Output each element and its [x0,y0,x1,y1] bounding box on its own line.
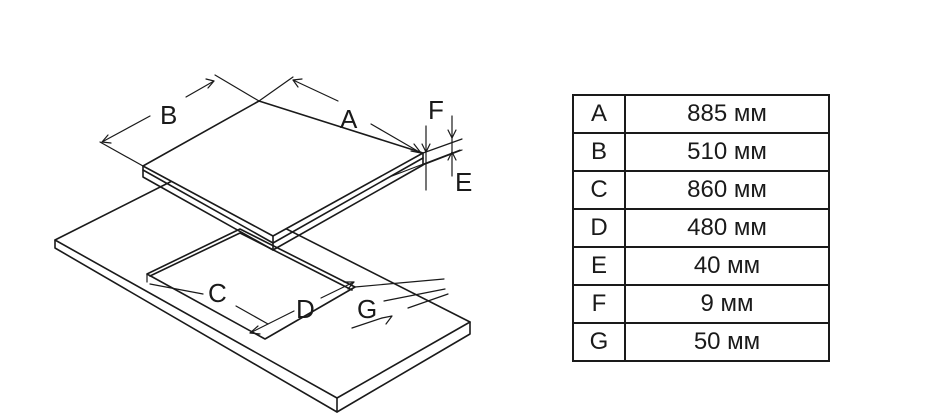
dimension-value: 50 мм [624,322,830,362]
dimension-value: 480 мм [624,208,830,248]
dim-label-b: B [160,100,177,130]
dimension-key: F [572,284,626,324]
dimension-value: 9 мм [624,284,830,324]
dim-label-e: E [455,167,472,197]
dimension-key: B [572,132,626,172]
dimension-value: 40 мм [624,246,830,286]
dimension-key: E [572,246,626,286]
dim-label-f: F [428,95,444,125]
dim-label-d: D [296,294,315,324]
dim-label-a: A [340,104,358,134]
dim-label-g: G [357,294,377,324]
dimension-key: A [572,94,626,134]
dimension-lines [99,74,463,335]
dimension-key: G [572,322,626,362]
dimension-key: C [572,170,626,210]
dimension-value: 885 мм [624,94,830,134]
dim-label-c: C [208,278,227,308]
dimension-key: D [572,208,626,248]
dimension-value: 510 мм [624,132,830,172]
dimension-value: 860 мм [624,170,830,210]
